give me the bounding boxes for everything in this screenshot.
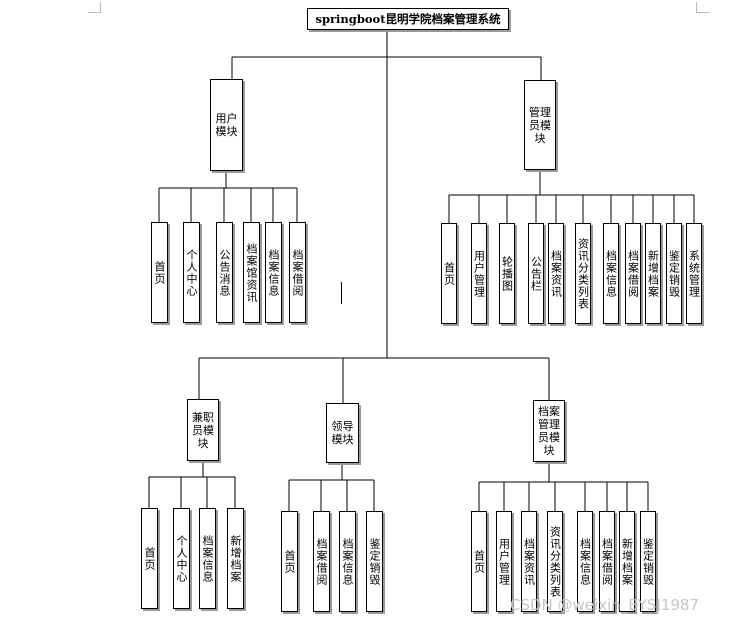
leaf-label: 轮播图 <box>500 255 514 292</box>
module-leader-label: 领导模块 <box>331 420 354 446</box>
leaf-admin-0: 首页 <box>441 223 457 324</box>
leaf-user-2: 公告消息 <box>216 222 233 323</box>
leaf-user-4: 档案信息 <box>265 222 282 323</box>
leaf-label: 档案资讯 <box>549 249 563 298</box>
leaf-archivist-2: 档案资讯 <box>521 511 537 612</box>
module-user: 用户模块 <box>210 79 243 171</box>
leaf-archivist-1: 用户管理 <box>496 511 512 612</box>
leaf-admin-1: 用户管理 <box>471 223 487 324</box>
leaf-label: 档案借阅 <box>315 537 328 586</box>
csdn-watermark: CSDN @weixin_BYSJ1987 <box>510 596 700 614</box>
leaf-label: 档案借阅 <box>626 249 640 298</box>
leaf-label: 首页 <box>283 549 296 574</box>
system-title-box: springboot昆明学院档案管理系统 <box>307 8 509 30</box>
leaf-label: 档案信息 <box>267 248 280 297</box>
leaf-label: 用户管理 <box>472 249 486 298</box>
leaf-label: 档案借阅 <box>291 248 304 297</box>
leaf-parttime-3: 新增档案 <box>227 508 244 609</box>
leaf-label: 档案馆资讯 <box>245 242 258 303</box>
leaf-archivist-0: 首页 <box>471 511 487 612</box>
leaf-label: 公告消息 <box>218 248 231 297</box>
leaf-label: 新增档案 <box>229 534 242 583</box>
leaf-user-5: 档案借阅 <box>289 222 306 323</box>
leaf-label: 档案借阅 <box>600 537 614 586</box>
module-archivist-label: 档案管理员模块 <box>538 405 560 457</box>
leaf-label: 首页 <box>472 549 486 574</box>
leaf-archivist-7: 鉴定销毁 <box>640 511 656 612</box>
leaf-label: 资讯分类列表 <box>576 237 590 310</box>
leaf-admin-6: 档案信息 <box>603 223 619 324</box>
leaf-parttime-0: 首页 <box>141 508 158 609</box>
leaf-label: 首页 <box>442 261 456 286</box>
leaf-label: 档案信息 <box>604 249 618 298</box>
leaf-parttime-1: 个人中心 <box>173 508 190 609</box>
module-parttime-label: 兼职员模块 <box>192 410 214 450</box>
leaf-leader-0: 首页 <box>281 511 298 612</box>
leaf-user-0: 首页 <box>151 222 168 323</box>
leaf-label: 个人中心 <box>185 248 198 297</box>
leaf-admin-8: 新增档案 <box>645 223 661 324</box>
module-leader: 领导模块 <box>326 403 359 463</box>
module-admin: 管理员模块 <box>524 80 556 170</box>
leaf-archivist-3: 资讯分类列表 <box>547 511 563 612</box>
module-user-label: 用户模块 <box>215 112 238 138</box>
leaf-leader-2: 档案信息 <box>339 511 356 612</box>
leaf-parttime-2: 档案信息 <box>199 508 216 609</box>
leaf-admin-2: 轮播图 <box>499 223 515 324</box>
leaf-archivist-5: 档案借阅 <box>599 511 615 612</box>
leaf-archivist-6: 新增档案 <box>619 511 635 612</box>
page-corner-mark-left <box>88 2 101 13</box>
leaf-admin-4: 档案资讯 <box>548 223 564 324</box>
leaf-label: 资讯分类列表 <box>548 525 562 598</box>
leaf-user-1: 个人中心 <box>183 222 200 323</box>
module-archivist: 档案管理员模块 <box>533 400 565 462</box>
leaf-label: 鉴定销毁 <box>641 537 655 586</box>
leaf-label: 档案信息 <box>578 537 592 586</box>
leaf-user-3: 档案馆资讯 <box>243 222 260 323</box>
leaf-label: 新增档案 <box>620 537 634 586</box>
leaf-archivist-4: 档案信息 <box>577 511 593 612</box>
system-title: springboot昆明学院档案管理系统 <box>315 11 501 26</box>
module-parttime: 兼职员模块 <box>187 399 219 461</box>
leaf-label: 个人中心 <box>175 534 188 583</box>
leaf-label: 档案资讯 <box>522 537 536 586</box>
leaf-admin-10: 系统管理 <box>686 223 702 324</box>
leaf-label: 系统管理 <box>687 249 701 298</box>
leaf-label: 新增档案 <box>646 249 660 298</box>
leaf-admin-5: 资讯分类列表 <box>575 223 591 324</box>
leaf-label: 鉴定销毁 <box>368 537 381 586</box>
leaf-admin-9: 鉴定销毁 <box>666 223 682 324</box>
leaf-label: 档案信息 <box>201 534 214 583</box>
leaf-admin-7: 档案借阅 <box>625 223 641 324</box>
leaf-leader-3: 鉴定销毁 <box>366 511 383 612</box>
leaf-label: 公告栏 <box>529 255 543 292</box>
leaf-label: 鉴定销毁 <box>667 249 681 298</box>
module-admin-label: 管理员模块 <box>529 105 551 145</box>
leaf-label: 用户管理 <box>497 537 511 586</box>
leaf-leader-1: 档案借阅 <box>313 511 330 612</box>
leaf-label: 档案信息 <box>341 537 354 586</box>
leaf-admin-3: 公告栏 <box>528 223 544 324</box>
page-corner-mark-right <box>696 2 709 13</box>
leaf-label: 首页 <box>143 546 156 571</box>
stray-mark <box>341 282 342 304</box>
leaf-label: 首页 <box>153 260 166 285</box>
